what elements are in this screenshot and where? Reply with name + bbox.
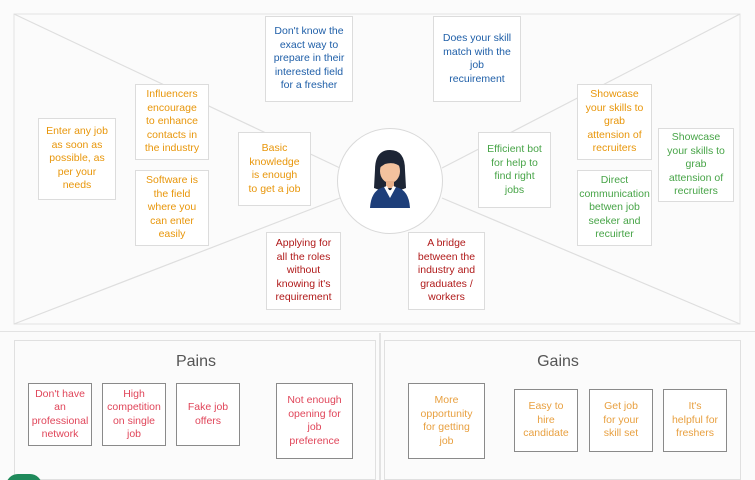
- gain-item: Easy to hire candidate: [514, 389, 578, 452]
- note-left-mid-top: Influencers encourage to enhance contact…: [135, 84, 209, 160]
- note-left-inner: Basic knowledge is enough to get a job: [238, 132, 311, 206]
- pain-item: Don't have an professional network: [28, 383, 92, 446]
- note-left-outer: Enter any job as soon as possible, as pe…: [38, 118, 116, 200]
- persona-circle: [337, 128, 443, 234]
- note-right-outer: Showcase your skills to grab attension o…: [658, 128, 734, 202]
- note-right-mid-bottom: Direct communication betwen job seeker a…: [577, 170, 652, 246]
- pains-title: Pains: [175, 353, 217, 370]
- note-left-mid-bottom: Software is the field where you can ente…: [135, 170, 209, 246]
- pain-item: Not enough opening for job preference: [276, 383, 353, 459]
- gains-title: Gains: [537, 353, 579, 370]
- note-right-inner: Efficient bot for help to find right job…: [478, 132, 551, 208]
- help-bubble-icon[interactable]: [6, 474, 42, 480]
- gain-item: Get job for your skill set: [589, 389, 653, 452]
- pain-item: High competition on single job: [102, 383, 166, 446]
- woman-avatar-icon: [370, 150, 410, 208]
- note-top-left: Don't know the exact way to prepare in t…: [265, 16, 353, 102]
- divider-horizontal: [0, 331, 755, 332]
- note-bottom-right: A bridge between the industry and gradua…: [408, 232, 485, 310]
- note-top-right: Does your skill match with the job recui…: [433, 16, 521, 102]
- pain-item: Fake job offers: [176, 383, 240, 446]
- gain-item: More opportunity for getting job: [408, 383, 485, 459]
- gain-item: It's helpful for freshers: [663, 389, 727, 452]
- note-bottom-left: Applying for all the roles without knowi…: [266, 232, 341, 310]
- note-right-mid-top: Showcase your skills to grab attension o…: [577, 84, 652, 160]
- divider-vertical: [379, 333, 381, 480]
